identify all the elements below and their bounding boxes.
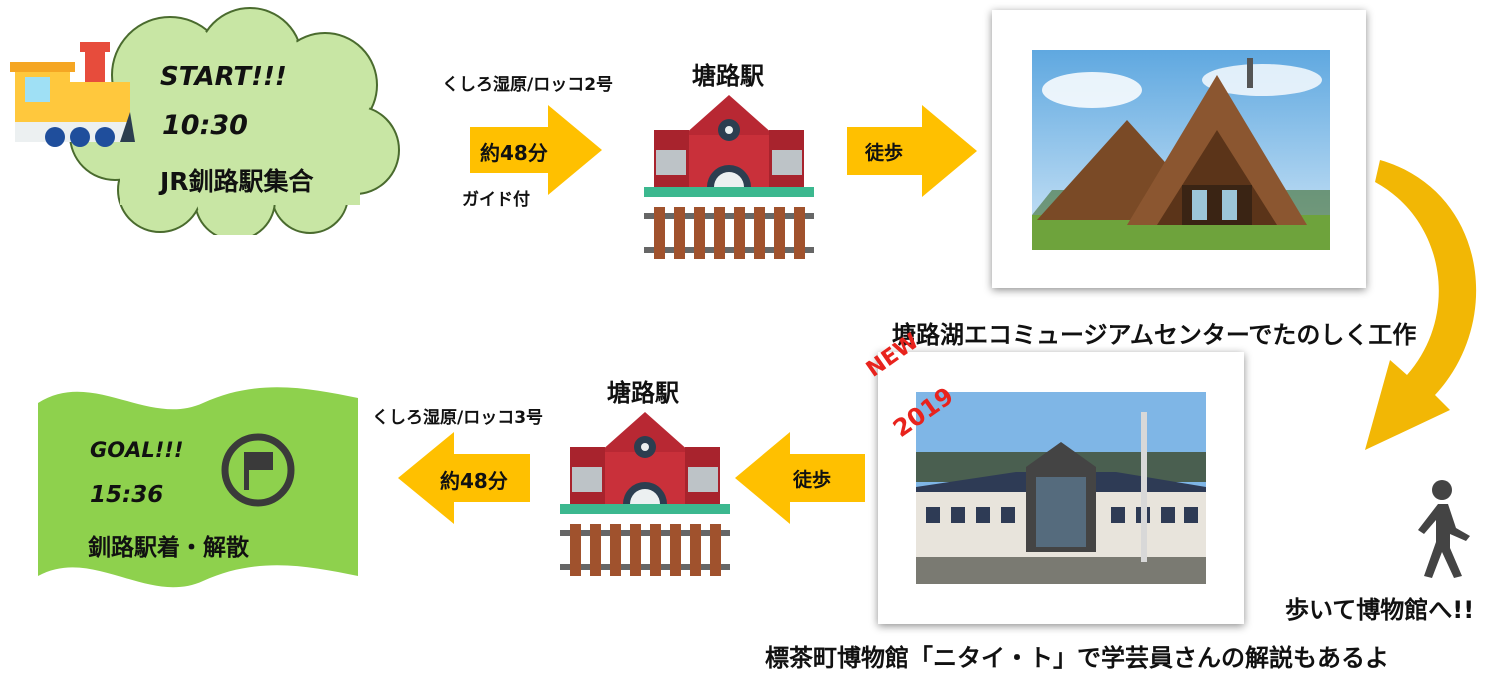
- arrow1-duration: 約48分: [480, 141, 548, 165]
- right-arrow-1: [470, 105, 602, 195]
- start-time: 10:30: [162, 110, 248, 141]
- arrow1-guide: ガイド付: [462, 190, 530, 210]
- station-icon-1: [644, 95, 814, 265]
- station2-label: 塘路駅: [607, 379, 679, 407]
- nitai-to-photo-frame: [878, 352, 1244, 624]
- nitai-to-caption: 標茶町博物館「ニタイ・ト」で学芸員さんの解説もあるよ: [765, 644, 1389, 672]
- arrow4-line-label: くしろ湿原/ロッコ3号: [372, 408, 544, 428]
- eco-museum-photo: [1032, 50, 1330, 250]
- left-arrow-4: [398, 432, 530, 524]
- station1-label: 塘路駅: [692, 62, 764, 90]
- eco-museum-photo-frame: [992, 10, 1366, 288]
- arrow3-walk: 徒歩: [793, 469, 832, 491]
- start-place: JR釧路駅集合: [160, 167, 314, 196]
- walk-label: 歩いて博物館へ!!: [1285, 596, 1475, 624]
- curved-arrow: [1355, 150, 1501, 470]
- flag-circle-icon: [218, 430, 298, 510]
- train-icon: [10, 42, 135, 157]
- arrow4-duration: 約48分: [440, 469, 508, 493]
- right-arrow-2: [847, 105, 977, 197]
- eco-museum-caption: 塘路湖エコミュージアムセンターでたのしく工作: [892, 321, 1417, 349]
- start-label: START!!!: [160, 62, 287, 92]
- arrow2-walk: 徒歩: [865, 142, 904, 164]
- nitai-to-photo: [916, 392, 1206, 584]
- station-icon-2: [560, 412, 730, 582]
- goal-banner: [38, 378, 358, 600]
- walking-person-icon: [1400, 478, 1480, 578]
- left-arrow-3: [735, 432, 865, 524]
- arrow1-line-label: くしろ湿原/ロッコ2号: [442, 75, 614, 95]
- goal-place: 釧路駅着・解散: [88, 535, 249, 561]
- goal-time: 15:36: [90, 482, 164, 508]
- goal-label: GOAL!!!: [90, 438, 184, 462]
